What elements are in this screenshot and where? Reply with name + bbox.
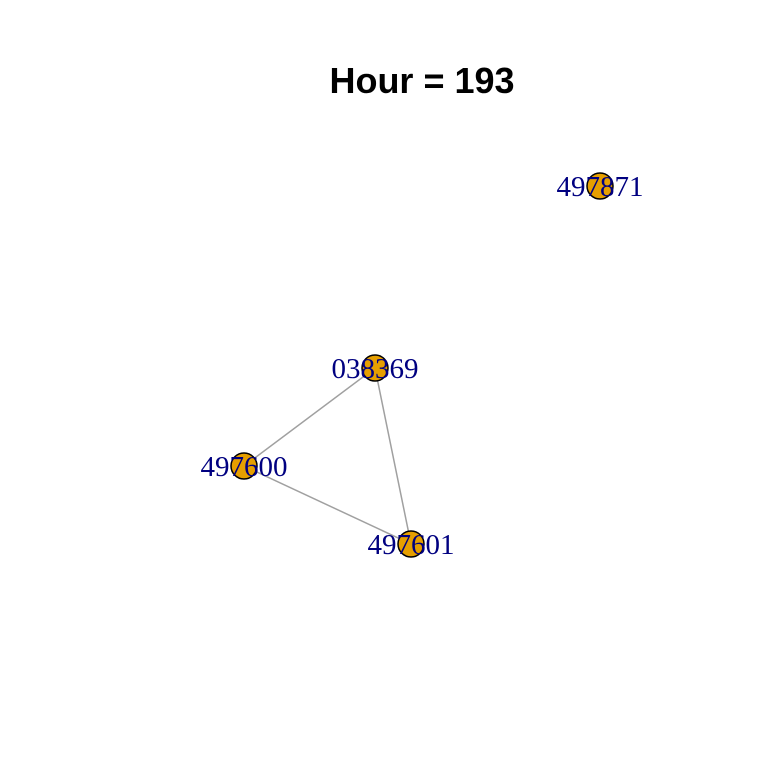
node-circle bbox=[230, 452, 258, 480]
node-label: 497871 bbox=[557, 171, 644, 203]
edges-layer bbox=[243, 367, 412, 545]
node-497871: 497871 bbox=[557, 171, 644, 203]
node-label: 497600 bbox=[201, 451, 288, 483]
edge-038369-497601 bbox=[374, 367, 412, 545]
node-circle bbox=[397, 530, 425, 558]
node-circle bbox=[586, 172, 614, 200]
node-497600: 497600 bbox=[201, 451, 288, 483]
node-label: 497601 bbox=[368, 529, 455, 561]
node-label: 038369 bbox=[332, 353, 419, 385]
node-circle bbox=[361, 354, 389, 382]
nodes-layer: 038369 497600 497601 497871 bbox=[201, 171, 644, 561]
node-038369: 038369 bbox=[332, 353, 419, 385]
edge-497600-497601 bbox=[243, 465, 412, 545]
node-497601: 497601 bbox=[368, 529, 455, 561]
plot-title: Hour = 193 bbox=[329, 60, 514, 101]
edge-038369-497600 bbox=[243, 367, 376, 467]
